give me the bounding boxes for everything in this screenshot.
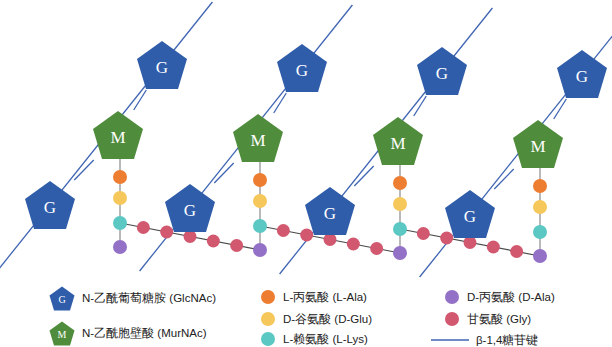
amino-acid-dot (533, 225, 547, 239)
legend-letter: M (58, 327, 67, 340)
glycine-dot (347, 238, 360, 251)
amino-acid-dot (533, 179, 547, 193)
glcnac-pentagon: G (164, 183, 216, 233)
amino-acid-dot (533, 200, 547, 214)
murnac-pentagon: M (232, 113, 284, 163)
glycine-dot (230, 239, 243, 252)
legend-text: D-谷氨酸 (D-Glu) (283, 312, 372, 326)
glcnac-pentagon: G (276, 43, 328, 93)
amino-acid-dot (253, 219, 267, 233)
glycine-dot (277, 224, 290, 237)
sugar-letter: M (530, 134, 545, 155)
glycine-dot (487, 241, 500, 254)
amino-acid-dot (393, 176, 407, 190)
glcnac-pentagon: G (136, 40, 188, 90)
glycan-chain (420, 11, 612, 277)
amino-acid-dot (113, 216, 127, 230)
sugar-letter: G (324, 201, 336, 222)
pentagon-fill (445, 190, 495, 238)
glycine-dot (510, 245, 523, 258)
amino-acid-dot (113, 240, 127, 254)
glycine-dot (207, 235, 220, 248)
amino-acid-dot (393, 246, 407, 260)
glycosidic-bond (274, 93, 287, 113)
glycosidic-bond (74, 160, 93, 180)
pentagon-fill (50, 287, 75, 311)
glycosidic-bond (554, 99, 567, 119)
pentagon-fill (417, 47, 467, 95)
sugar-letter: G (184, 198, 196, 219)
amino-acid-dot (113, 170, 127, 184)
sugar-letter: G (436, 61, 448, 82)
legend-swatch (261, 332, 275, 346)
sugar-letter: G (156, 55, 168, 76)
legend-text: β-1,4糖苷键 (476, 333, 538, 347)
glycine-dot (300, 229, 313, 242)
glycosidic-bond (494, 169, 513, 189)
legend-pentagon: M (49, 321, 75, 346)
pentagon-fill (305, 187, 355, 235)
legend-swatch (261, 312, 275, 326)
amino-acid-dot (253, 194, 267, 208)
legend-text: 甘氨酸 (Gly) (467, 312, 531, 326)
murnac-pentagon: M (92, 110, 144, 160)
legend-pentagon: G (49, 286, 75, 311)
glcnac-pentagon: G (556, 49, 608, 99)
amino-acid-dot (393, 222, 407, 236)
pentagon-fill (513, 120, 563, 168)
pentagon-fill (50, 322, 75, 346)
legend-swatch (445, 290, 459, 304)
glcnac-pentagon: G (24, 180, 76, 230)
legend-text: N-乙酰葡萄糖胺 (GlcNAc) (82, 291, 216, 305)
glycosidic-bond (354, 166, 373, 186)
sugar-letter: M (110, 125, 125, 146)
glycine-dot (440, 232, 453, 245)
amino-acid-dot (533, 249, 547, 263)
pentagon-fill (557, 50, 607, 98)
legend-text: L-赖氨酸 (L-Lys) (283, 332, 368, 346)
glycine-dot (417, 227, 430, 240)
glycosidic-bond (414, 96, 427, 116)
glycine-dot (370, 242, 383, 255)
sugar-letter: G (44, 195, 56, 216)
sugar-letter: M (390, 131, 405, 152)
pentagon-fill (25, 181, 75, 229)
pentagon-fill (137, 41, 187, 89)
murnac-pentagon: M (512, 119, 564, 169)
glcnac-pentagon: G (304, 186, 356, 236)
glycosidic-bond (214, 163, 233, 183)
amino-acid-dot (253, 243, 267, 257)
legend-line-sample (431, 339, 469, 340)
legend-text: D-丙氨酸 (D-Ala) (467, 290, 555, 304)
murnac-pentagon: M (372, 116, 424, 166)
sugar-letter: G (576, 64, 588, 85)
pentagon-fill (93, 111, 143, 159)
pentagon-fill (233, 114, 283, 162)
amino-acid-dot (393, 197, 407, 211)
amino-acid-dot (113, 191, 127, 205)
amino-acid-dot (253, 173, 267, 187)
sugar-letter: G (296, 58, 308, 79)
glycine-dot (160, 226, 173, 239)
sugar-letter: G (464, 204, 476, 225)
pentagon-fill (373, 117, 423, 165)
sugar-letter: M (250, 128, 265, 149)
legend-swatch (445, 312, 459, 326)
glcnac-pentagon: G (444, 189, 496, 239)
pentagon-fill (277, 44, 327, 92)
legend-swatch (261, 290, 275, 304)
glcnac-pentagon: G (416, 46, 468, 96)
glycine-dot (137, 221, 150, 234)
pentagon-fill (165, 184, 215, 232)
legend-letter: G (58, 292, 65, 305)
legend-text: L-丙氨酸 (L-Ala) (283, 290, 367, 304)
legend-text: N-乙酰胞壁酸 (MurNAc) (82, 326, 207, 340)
glycosidic-bond (134, 90, 147, 110)
